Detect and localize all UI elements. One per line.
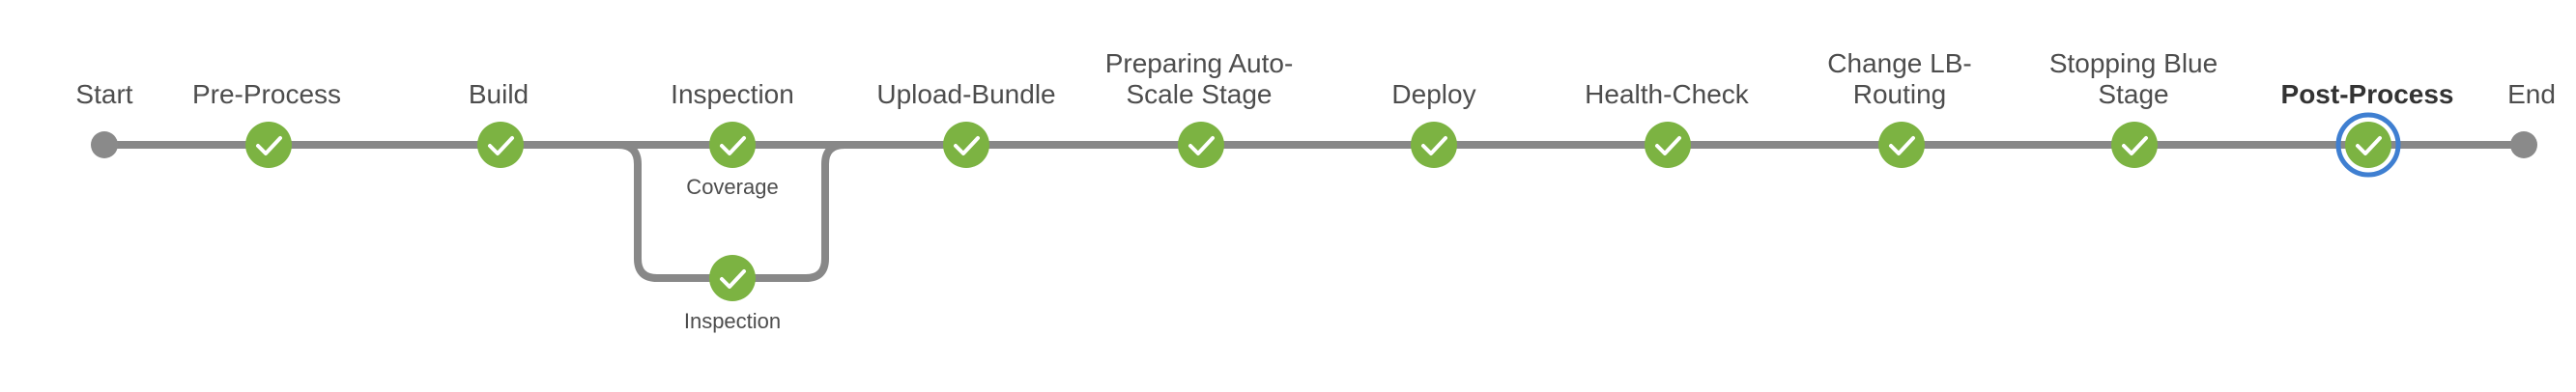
selected-ring <box>2335 112 2401 178</box>
end-label: End <box>2507 79 2556 109</box>
stage-node-inspection-branch[interactable] <box>709 255 756 301</box>
start-node[interactable] <box>91 131 118 158</box>
stage-node-upload-bundle[interactable] <box>943 122 989 168</box>
check-icon <box>1188 136 1215 155</box>
stage-label-stopping-blue: Stopping Blue Stage <box>2048 48 2218 109</box>
stage-label-preparing-autoscale: Preparing Auto- Scale Stage <box>1104 48 1294 109</box>
stage-label-pre-process: Pre-Process <box>191 79 342 109</box>
check-icon <box>1889 136 1915 155</box>
stage-node-pre-process[interactable] <box>245 122 292 168</box>
stage-label-upload-bundle: Upload-Bundle <box>876 79 1056 109</box>
check-icon <box>256 136 282 155</box>
check-icon <box>2122 136 2148 155</box>
stage-node-coverage[interactable] <box>709 122 756 168</box>
stage-node-deploy[interactable] <box>1411 122 1457 168</box>
stage-label-change-lb-routing: Change LB- Routing <box>1827 48 1972 109</box>
branch-label-coverage: Coverage <box>686 175 779 199</box>
check-icon <box>488 136 514 155</box>
start-label: Start <box>75 79 133 109</box>
stage-node-preparing-autoscale[interactable] <box>1178 122 1224 168</box>
stage-label-post-process: Post-Process <box>2280 79 2454 109</box>
stage-node-change-lb-routing[interactable] <box>1878 122 1925 168</box>
check-icon <box>954 136 980 155</box>
stage-label-deploy: Deploy <box>1391 79 1476 109</box>
stage-label-inspection: Inspection <box>671 79 794 109</box>
check-icon <box>2356 136 2382 155</box>
check-icon <box>1655 136 1681 155</box>
stage-node-health-check[interactable] <box>1645 122 1691 168</box>
stage-label-health-check: Health-Check <box>1585 79 1749 109</box>
branch-label-inspection: Inspection <box>683 309 782 333</box>
parallel-branch-connector <box>530 141 845 282</box>
check-icon <box>1421 136 1447 155</box>
stage-node-build[interactable] <box>477 122 524 168</box>
check-icon <box>720 269 746 289</box>
stage-node-stopping-blue[interactable] <box>2111 122 2158 168</box>
check-icon <box>720 136 746 155</box>
stage-label-build: Build <box>468 79 530 109</box>
end-node[interactable] <box>2510 131 2537 158</box>
stage-node-post-process[interactable] <box>2335 112 2401 178</box>
